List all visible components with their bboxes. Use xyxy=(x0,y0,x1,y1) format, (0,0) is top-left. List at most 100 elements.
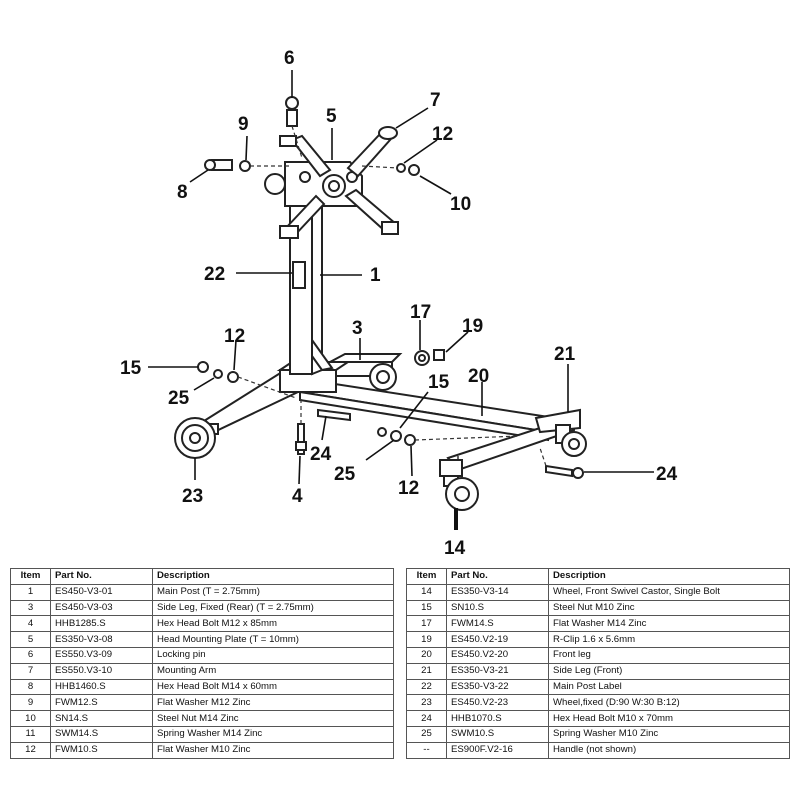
callout-25a: 25 xyxy=(168,388,190,409)
part-no-cell: ES350-V3-14 xyxy=(446,583,549,601)
part-no-cell: HHB1460.S xyxy=(50,678,153,696)
item-cell: 10 xyxy=(10,710,51,727)
callout-24b: 24 xyxy=(656,464,678,485)
item-cell: 17 xyxy=(406,615,447,633)
part-no-cell: FWM10.S xyxy=(50,741,153,759)
callout-17: 17 xyxy=(410,302,431,323)
description-cell: Steel Nut M10 Zinc xyxy=(548,599,790,617)
callout-11: 12 xyxy=(432,124,453,145)
main-post-label xyxy=(292,261,306,289)
part-no-cell: ES900F.V2-16 xyxy=(446,741,549,759)
description-cell: Wheel, Front Swivel Castor, Single Bolt xyxy=(548,583,790,601)
description-cell: Flat Washer M10 Zinc xyxy=(152,741,394,759)
part-no-cell: ES350-V3-08 xyxy=(50,631,153,648)
item-cell: 9 xyxy=(10,694,51,712)
mounting-arms xyxy=(279,126,399,239)
part-no-cell: ES450-V3-01 xyxy=(50,583,153,601)
callout-10: 10 xyxy=(450,194,471,215)
item-cell: 19 xyxy=(406,631,447,648)
description-cell: R-Clip 1.6 x 5.6mm xyxy=(548,631,790,648)
part-no-cell: SN10.S xyxy=(446,599,549,617)
head-mounting-plate xyxy=(264,161,363,207)
part-no-cell: SWM10.S xyxy=(446,725,549,743)
description-cell: Hex Head Bolt M12 x 85mm xyxy=(152,615,394,633)
item-cell: 12 xyxy=(10,741,51,759)
description-cell: Side Leg (Front) xyxy=(548,662,790,680)
item-cell: 22 xyxy=(406,678,447,696)
part-no-cell: FWM12.S xyxy=(50,694,153,712)
item-cell: 21 xyxy=(406,662,447,680)
part-no-cell: ES450-V3-03 xyxy=(50,599,153,617)
callout-25b: 25 xyxy=(334,464,356,485)
description-cell: Handle (not shown) xyxy=(548,741,790,759)
side-leg-fixed-rear xyxy=(329,353,403,391)
callout-21: 21 xyxy=(554,344,576,365)
exploded-parts-diagram: 6 5 7 9 12 8 10 22 1 17 19 3 12 21 15 20… xyxy=(120,48,678,559)
part-no-cell: SN14.S xyxy=(50,710,153,727)
description-cell: Wheel,fixed (D:90 W:30 B:12) xyxy=(548,694,790,712)
item-cell: 15 xyxy=(406,599,447,617)
leg-fasteners xyxy=(197,349,584,479)
description-cell: Front leg xyxy=(548,646,790,664)
part-no-cell: FWM14.S xyxy=(446,615,549,633)
callout-15a: 15 xyxy=(120,358,142,379)
header-description: Description xyxy=(548,568,790,585)
part-no-cell: SWM14.S xyxy=(50,725,153,743)
callout-24a: 24 xyxy=(310,444,332,465)
header-part-no: Part No. xyxy=(50,568,153,585)
part-no-cell: ES450.V2-19 xyxy=(446,631,549,648)
header-item: Item xyxy=(406,568,447,585)
header-description: Description xyxy=(152,568,394,585)
item-cell: 24 xyxy=(406,710,447,727)
part-no-cell: ES350-V3-22 xyxy=(446,678,549,696)
description-cell: Main Post (T = 2.75mm) xyxy=(152,583,394,601)
callout-19: 19 xyxy=(462,316,483,337)
fixed-wheel xyxy=(174,417,219,459)
part-no-cell: HHB1070.S xyxy=(446,710,549,727)
description-cell: Hex Head Bolt M10 x 70mm xyxy=(548,710,790,727)
item-cell: -- xyxy=(406,741,447,759)
main-post xyxy=(276,198,352,393)
item-cell: 25 xyxy=(406,725,447,743)
item-cell: 6 xyxy=(10,646,51,664)
table-header-row: Item Part No. Description xyxy=(406,568,790,585)
item-cell: 8 xyxy=(10,678,51,696)
callout-1: 1 xyxy=(370,265,381,286)
header-part-no: Part No. xyxy=(446,568,549,585)
callout-labels: 6 5 7 9 12 8 10 22 1 17 19 3 12 21 15 20… xyxy=(120,48,678,559)
head-fasteners xyxy=(204,159,420,176)
item-cell: 5 xyxy=(10,631,51,648)
part-no-cell: ES350-V3-21 xyxy=(446,662,549,680)
callout-7: 7 xyxy=(430,90,441,111)
locking-pin xyxy=(285,96,303,159)
callout-22: 22 xyxy=(204,264,225,285)
callout-8: 8 xyxy=(177,182,188,203)
leader-lines xyxy=(148,70,654,530)
callout-3: 3 xyxy=(352,318,363,339)
item-cell: 3 xyxy=(10,599,51,617)
part-no-cell: ES550.V3-09 xyxy=(50,646,153,664)
callout-12a: 12 xyxy=(224,326,245,347)
description-cell: Locking pin xyxy=(152,646,394,664)
part-no-cell: ES550.V3-10 xyxy=(50,662,153,680)
item-cell: 4 xyxy=(10,615,51,633)
callout-9: 9 xyxy=(238,114,249,135)
